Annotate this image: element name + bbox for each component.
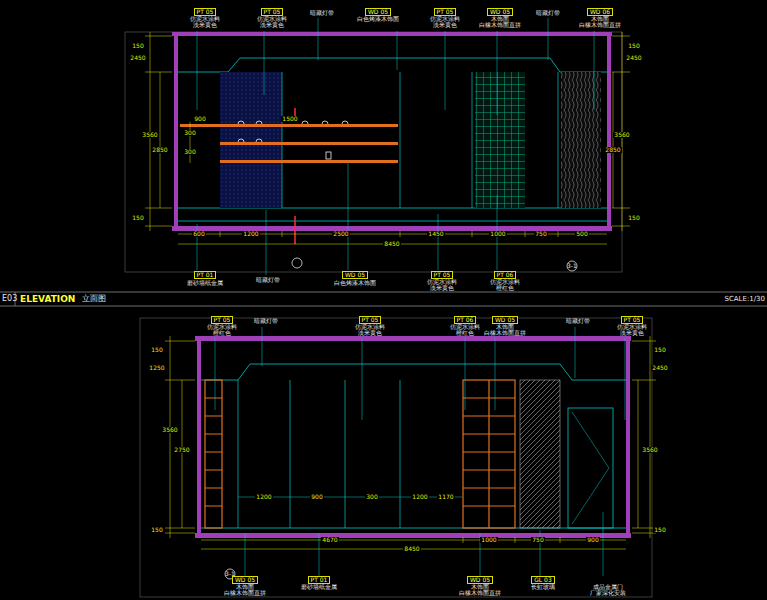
note-text: 厂家深化安装: [590, 590, 626, 596]
dimension-text: 150: [653, 347, 666, 353]
note-text: 白色烤漆木饰面: [357, 16, 399, 22]
note-text: 3-1: [567, 263, 577, 269]
dimension-text: 300: [183, 130, 196, 136]
dimension-text: 3560: [641, 447, 658, 453]
dimension-text: 900: [310, 494, 323, 500]
note-text: 暗藏灯带: [256, 277, 280, 283]
dimension-text: 3560: [161, 427, 178, 433]
dimension-text: 2450: [651, 365, 668, 371]
dimension-text: 2450: [129, 55, 146, 61]
note-text: 淡米黄色: [620, 330, 644, 336]
material-tag: PT 05: [621, 316, 644, 324]
dimension-text: 3560: [613, 132, 630, 138]
note-text: 暗藏灯带: [310, 10, 334, 16]
dimension-text: 750: [534, 231, 547, 237]
dimension-text: 150: [150, 347, 163, 353]
note-text: E03: [2, 295, 17, 303]
material-tag: WD 05: [487, 8, 513, 16]
dimension-text: 300: [365, 494, 378, 500]
dimension-text: 1170: [437, 494, 454, 500]
note-text: 淡米黄色: [260, 22, 284, 28]
material-tag: PT 05: [194, 8, 217, 16]
material-tag: WD 05: [232, 576, 258, 584]
dimension-text: 2850: [604, 147, 621, 153]
note-text: 白橡木饰面直拼: [484, 330, 526, 336]
dimension-text: 300: [183, 149, 196, 155]
dimension-text: 900: [193, 116, 206, 122]
dimension-text: 150: [131, 43, 144, 49]
note-text: 立面图: [82, 295, 106, 303]
note-text: 淡米黄色: [358, 330, 382, 336]
dimension-text: 150: [150, 527, 163, 533]
drawing-title: ELEVATION: [20, 295, 75, 304]
dimension-text: 8450: [403, 546, 420, 552]
note-text: 橙红色: [456, 330, 474, 336]
material-tag: PT 05: [359, 316, 382, 324]
note-text: 白橡木饰面直拼: [459, 590, 501, 596]
note-text: 暗藏灯带: [254, 318, 278, 324]
dimension-text: 1250: [148, 365, 165, 371]
note-text: 淡米黄色: [433, 22, 457, 28]
material-tag: PT 05: [211, 316, 234, 324]
material-tag: WD 05: [467, 576, 493, 584]
material-tag: PT 05: [431, 271, 454, 279]
note-text: 暗藏灯带: [536, 10, 560, 16]
note-text: 白橡木饰面直拼: [579, 22, 621, 28]
material-tag: PT 01: [308, 576, 331, 584]
note-text: 白色烤漆木饰面: [334, 280, 376, 286]
dimension-text: 750: [531, 537, 544, 543]
note-text: 橙红色: [213, 330, 231, 336]
dimension-text: 2450: [625, 55, 642, 61]
note-text: 淡米黄色: [193, 22, 217, 28]
material-tag: PT 01: [194, 271, 217, 279]
note-text: 白橡木饰面直拼: [479, 22, 521, 28]
note-text: 淡米黄色: [430, 285, 454, 291]
dimension-text: 150: [627, 43, 640, 49]
dimension-text: 900: [586, 537, 599, 543]
note-text: SCALE:1/30: [724, 296, 765, 303]
dimension-text: 2500: [332, 231, 349, 237]
material-tag: GL 03: [531, 576, 555, 584]
dimension-text: 600: [192, 231, 205, 237]
dimension-text: 1450: [427, 231, 444, 237]
dimension-text: 1000: [489, 231, 506, 237]
dimension-text: 1500: [281, 116, 298, 122]
dimension-text: 1200: [411, 494, 428, 500]
material-tag: PT 05: [261, 8, 284, 16]
material-tag: WD 05: [342, 271, 368, 279]
dimension-text: 500: [575, 231, 588, 237]
dimension-text: 1200: [255, 494, 272, 500]
dimension-text: 2750: [173, 447, 190, 453]
dimension-text: 150: [131, 215, 144, 221]
dimension-text: 8450: [383, 241, 400, 247]
dimension-text: 150: [627, 215, 640, 221]
material-tag: WD 06: [587, 8, 613, 16]
dimension-text: 1000: [480, 537, 497, 543]
material-tag: PT 06: [494, 271, 517, 279]
dimension-text: 4670: [321, 537, 338, 543]
material-tag: WD 05: [492, 316, 518, 324]
material-tag: PT 05: [434, 8, 457, 16]
material-tag: WD 05: [365, 8, 391, 16]
note-text: 磨砂墙纸金属: [301, 584, 337, 590]
note-text: 橙红色: [496, 285, 514, 291]
note-text: 暗藏灯带: [566, 318, 590, 324]
dimension-text: 1200: [242, 231, 259, 237]
note-text: 磨砂墙纸金属: [187, 280, 223, 286]
material-tag: PT 06: [454, 316, 477, 324]
dimension-text: 3560: [141, 132, 158, 138]
note-text: 长虹玻璃: [531, 584, 555, 590]
dimension-text: 2850: [151, 147, 168, 153]
dimension-text: 150: [653, 527, 666, 533]
note-text: 白橡木饰面直拼: [224, 590, 266, 596]
